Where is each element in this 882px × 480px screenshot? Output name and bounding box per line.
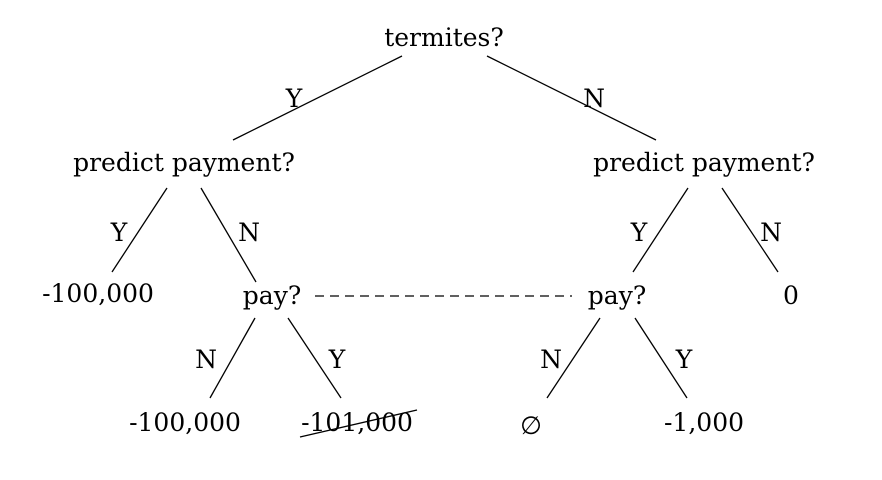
edge-left-predict-yes — [111, 187, 168, 273]
outcome-right-pay-no-empty-set: ∅ — [520, 411, 542, 440]
label-root-yes: Y — [285, 84, 303, 113]
edge-root-no — [486, 55, 657, 141]
label-left-pay-no: N — [195, 345, 217, 374]
label-root-no: N — [583, 84, 605, 113]
left-pay-node-label: pay? — [243, 281, 301, 310]
edge-root-yes — [232, 55, 403, 141]
edge-right-predict-yes — [632, 187, 689, 273]
right-pay-node-label: pay? — [588, 281, 646, 310]
edge-right-predict-no — [721, 187, 779, 273]
edge-left-pay-no — [209, 317, 256, 399]
outcome-right-pay-yes: -1,000 — [664, 408, 744, 437]
label-right-predict-no: N — [760, 218, 782, 247]
outcome-left-predict-yes: -100,000 — [42, 279, 154, 308]
outcome-right-predict-no: 0 — [783, 281, 799, 310]
label-right-pay-yes: Y — [675, 345, 693, 374]
left-predict-node-label: predict payment? — [73, 148, 295, 177]
strike-through-mark — [299, 409, 418, 438]
label-left-pay-yes: Y — [328, 345, 346, 374]
edge-left-predict-no — [200, 187, 257, 283]
root-node-label: termites? — [384, 23, 504, 52]
edge-right-pay-yes — [634, 317, 688, 399]
edge-left-pay-yes — [287, 317, 342, 399]
right-predict-node-label: predict payment? — [593, 148, 815, 177]
label-left-predict-no: N — [238, 218, 260, 247]
label-left-predict-yes: Y — [110, 218, 128, 247]
label-right-pay-no: N — [540, 345, 562, 374]
edge-right-pay-no — [546, 317, 601, 399]
outcome-left-pay-no: -100,000 — [129, 408, 241, 437]
label-right-predict-yes: Y — [630, 218, 648, 247]
